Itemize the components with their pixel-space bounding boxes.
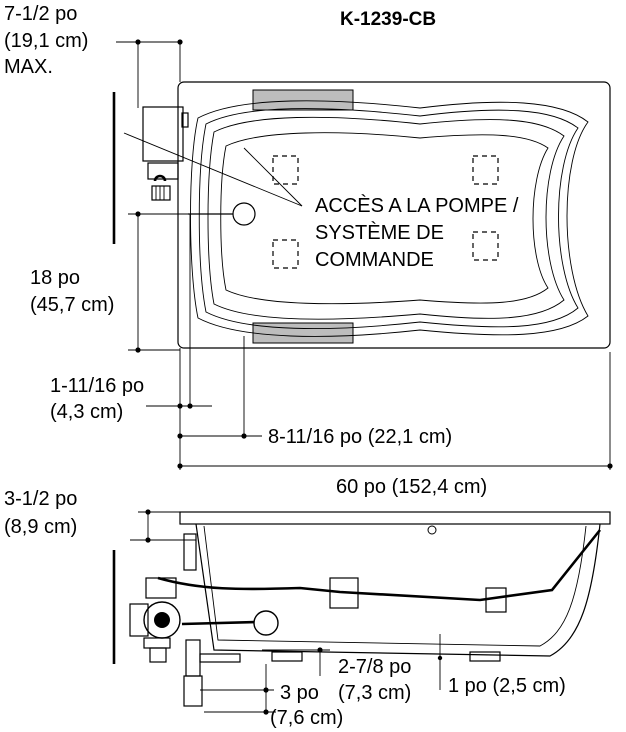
pump-access-leader-1 (123, 132, 303, 207)
tub-foot-1 (271, 651, 303, 662)
drain-offset-metric: (45,7 cm) (30, 294, 114, 316)
tub-rim-contour-outer (190, 100, 589, 337)
tub-rim-contour-mid (198, 108, 579, 330)
headrest-pad-bottom (252, 322, 354, 344)
jet-fitting-2 (485, 587, 507, 613)
jet-pipe (157, 529, 602, 602)
max-clearance-note: MAX. (4, 56, 53, 78)
overflow-icon (427, 525, 437, 535)
tub-rim-contour-inner (207, 116, 565, 320)
drain-from-end-label: 8-11/16 po (22,1 cm) (268, 426, 452, 448)
drain-offset-label: 18 po (30, 267, 80, 289)
rim-height-metric: (8,9 cm) (4, 516, 77, 538)
pump-connector (153, 174, 167, 182)
tub-shell-inner (203, 525, 587, 647)
pump-outlet (151, 185, 171, 201)
model-number: K-1239-CB (340, 9, 436, 30)
jet-outlet-1 (272, 155, 299, 185)
jet-outlet-4 (472, 231, 499, 261)
tub-rim-side (179, 511, 611, 525)
edge-offset-label: 1-11/16 po (50, 375, 144, 397)
tub-shell-side (195, 523, 601, 657)
drain-tailpiece (183, 675, 203, 707)
jet-fitting-1 (329, 577, 359, 609)
pump-base (147, 162, 179, 180)
side-dimensions: 3-1/2 po (8,9 cm) 2-7/8 po (7,3 cm) 1 po… (4, 488, 566, 729)
edge-offset-metric: (4,3 cm) (50, 401, 123, 423)
tub-outline-plan (177, 81, 611, 349)
pump-fitting (181, 112, 189, 128)
max-clearance-metric: (19,1 cm) (4, 30, 88, 52)
pump-height-label: 2-7/8 po (338, 656, 411, 678)
tub-foot-2 (469, 651, 501, 662)
max-clearance-label: 7-1/2 po (4, 3, 77, 25)
pump-height-metric: (7,3 cm) (338, 682, 411, 704)
base-height-label: 1 po (2,5 cm) (448, 675, 566, 697)
jet-outlet-2 (472, 155, 499, 185)
drain-height-label: 3 po (280, 682, 319, 704)
pump-access-label-line2: SYSTÈME DE (315, 221, 444, 244)
drain-pipe (185, 639, 201, 677)
headrest-pad-top (252, 89, 354, 111)
jet-outlet-3 (272, 239, 299, 269)
plan-dimensions: 7-1/2 po (19,1 cm) MAX. 18 po (45,7 cm) … (4, 3, 613, 498)
drain-height-metric: (7,6 cm) (270, 707, 343, 729)
rim-height-label: 3-1/2 po (4, 488, 77, 510)
tub-plan-view: ACCÈS A LA POMPE / SYSTÈME DE COMMANDE (123, 81, 611, 349)
pump-motor-side (129, 577, 279, 663)
overflow-pipe (183, 533, 197, 571)
tub-side-view (112, 511, 611, 707)
pump-access-label-line3: COMMANDE (315, 249, 434, 271)
pump-motor-plan (142, 106, 189, 201)
drain-icon (232, 202, 256, 226)
pump-access-label-line1: ACCÈS A LA POMPE / (315, 194, 519, 217)
tub-basin-bottom (220, 132, 549, 305)
pump-access-leader-2 (243, 147, 303, 207)
drain-elbow (199, 653, 241, 663)
overall-length-label: 60 po (152,4 cm) (336, 476, 487, 498)
pump-body (142, 106, 184, 162)
